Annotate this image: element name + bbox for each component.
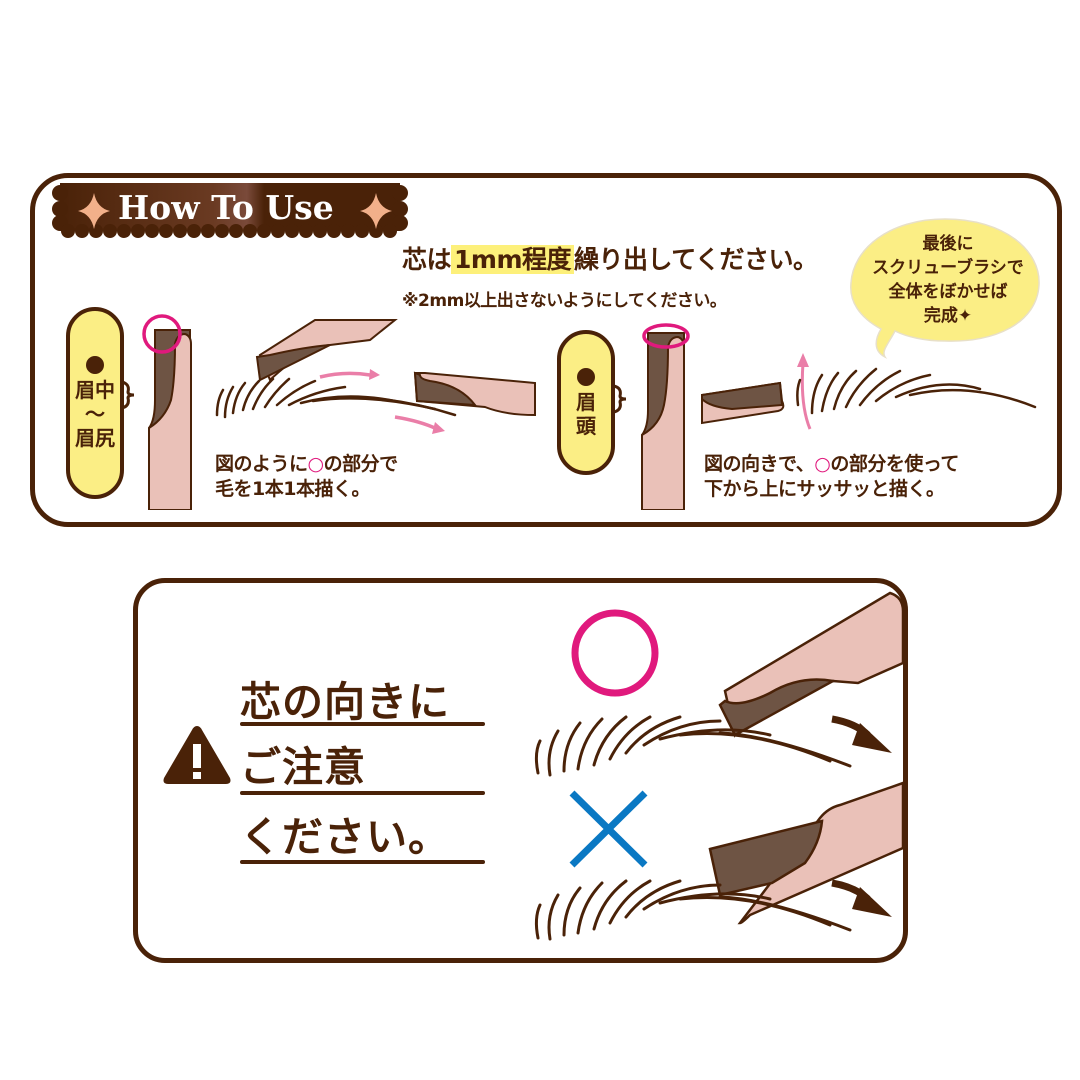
- area-label-text: 頭: [576, 413, 596, 438]
- step-text-part: の部分で: [323, 453, 399, 475]
- instruction-highlight: 1mm程度: [451, 245, 575, 274]
- step-text-part: 下から上にサッサッと描く。: [704, 478, 945, 500]
- bubble-line: 完成✦: [923, 306, 973, 326]
- bubble-line: 最後に: [922, 234, 974, 254]
- area-label-text: 眉: [576, 389, 596, 414]
- step-text-part: 図のように: [215, 453, 308, 475]
- bubble-line: スクリューブラシで: [872, 258, 1024, 278]
- divider: [240, 791, 485, 795]
- incorrect-x-icon: [569, 790, 648, 868]
- instruction-suffix: 繰り出してください。: [574, 245, 818, 274]
- correct-circle-icon: [571, 609, 659, 697]
- sparkle-icon: [78, 193, 392, 229]
- bullet-dot-icon: [86, 356, 104, 374]
- step-text-part: 毛を1本1本描く。: [215, 478, 370, 500]
- bubble-line: 全体をぼかせば: [888, 282, 1008, 302]
- area-label-text: 眉中: [75, 378, 115, 402]
- step2-description: 図の向きで、○の部分を使って 下から上にサッサッと描く。: [704, 452, 959, 502]
- how-to-use-title: How To Use: [118, 188, 334, 227]
- divider: [240, 722, 485, 726]
- correct-vs-incorrect-illustration: [534, 591, 903, 941]
- brace-icon: [613, 384, 627, 414]
- divider: [240, 860, 485, 864]
- speech-bubble: [850, 218, 1040, 359]
- bubble-text: 最後に スクリューブラシで 全体をぼかせば 完成✦: [852, 232, 1044, 328]
- step1-description: 図のように○の部分で 毛を1本1本描く。: [215, 452, 398, 502]
- step-text-part: の部分を使って: [830, 453, 959, 475]
- caution-line-2: ご注意: [240, 743, 366, 791]
- bullet-dot-icon: [577, 367, 595, 386]
- title-banner: [52, 183, 408, 238]
- area-label-text: 眉尻: [75, 426, 115, 450]
- pencil-vertical-icon: [142, 314, 192, 510]
- caution-line-1: 芯の向きに: [240, 678, 450, 726]
- instruction-prefix: 芯は: [402, 245, 452, 274]
- area-label-text: 〜: [85, 402, 105, 426]
- step-text-part: 図の向きで、: [704, 453, 815, 475]
- warning-icon: [163, 726, 231, 784]
- instruction-note: ※2mm以上出さないようにしてください。: [402, 291, 727, 311]
- circle-mark-icon: ○: [307, 453, 325, 475]
- area-label-brow-head: 眉 頭: [557, 330, 615, 475]
- circle-mark-icon: ○: [814, 453, 831, 475]
- eyebrow-upstroke-illustration: [701, 353, 1037, 430]
- pencil-vertical-icon: [641, 323, 690, 510]
- caution-line-3: ください。: [240, 813, 450, 861]
- area-label-mid-to-tail: 眉中 〜 眉尻: [66, 307, 124, 499]
- brace-icon: [121, 380, 135, 410]
- eyebrow-drawing-illustration: [215, 319, 536, 434]
